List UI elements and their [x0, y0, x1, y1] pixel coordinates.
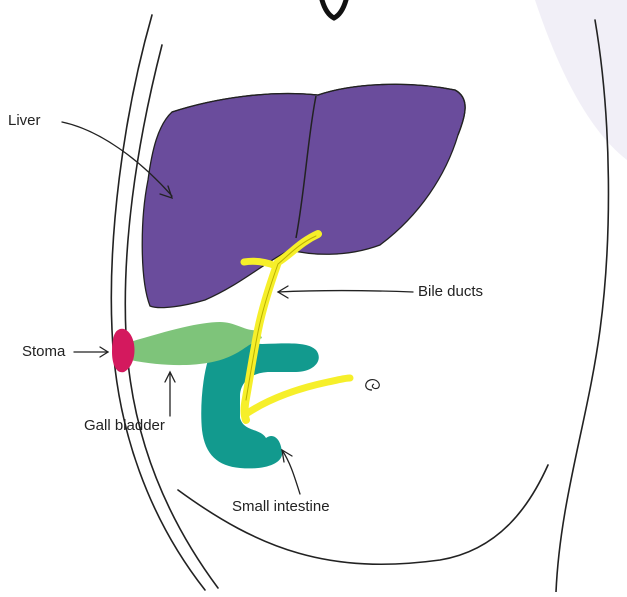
bile-duct-lower-branch: [246, 378, 350, 414]
small-intestine-label: Small intestine: [232, 498, 330, 515]
bile-ducts-arrow-line: [278, 291, 413, 293]
bile-ducts-label: Bile ducts: [418, 283, 483, 300]
stoma-label: Stoma: [22, 343, 65, 360]
stoma-shape: [112, 329, 135, 372]
liver-shape: [142, 84, 465, 307]
gall-bladder-label: Gall bladder: [84, 417, 165, 434]
title-fragment: [322, 0, 346, 18]
small-intestine-arrow-line: [282, 450, 300, 494]
liver-label: Liver: [8, 112, 41, 129]
corner-shape: [535, 0, 627, 160]
doodle-mark: [366, 380, 380, 390]
bile-ducts-shape: [244, 234, 350, 420]
